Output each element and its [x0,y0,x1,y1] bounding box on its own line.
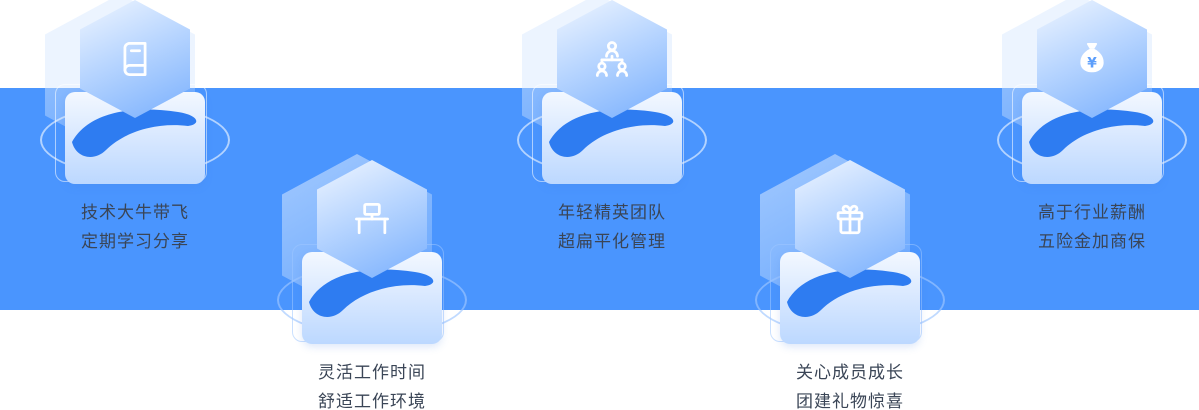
money-bag-icon: ¥ [1080,42,1104,73]
benefit-line-2: 团建礼物惊喜 [796,392,904,410]
benefit-caption: 技术大牛带飞 定期学习分享 [15,198,255,256]
benefit-line-2: 舒适工作环境 [318,392,426,410]
gift-icon [836,204,864,235]
benefit-line-2: 五险金加商保 [1038,232,1146,251]
swoosh-ribbon [1029,109,1154,157]
benefit-item-learning: 技术大牛带飞 定期学习分享 [15,0,255,410]
book-icon [123,42,147,76]
benefit-item-environment: 灵活工作时间 舒适工作环境 [252,154,492,410]
benefit-caption: 灵活工作时间 舒适工作环境 [252,358,492,410]
benefit-caption: 高于行业薪酬 五险金加商保 [972,198,1199,256]
benefit-line-2: 定期学习分享 [81,232,189,251]
benefit-caption: 年轻精英团队 超扁平化管理 [492,198,732,256]
team-icon [595,41,629,77]
desk-icon [355,202,389,235]
benefit-line-1: 高于行业薪酬 [1038,203,1146,222]
swoosh-ribbon [549,109,674,157]
benefit-item-team: 年轻精英团队 超扁平化管理 [492,0,732,410]
swoosh-ribbon [72,109,197,157]
benefit-item-salary: ¥ 高于行业薪酬 五险金加商保 [972,0,1199,410]
benefit-line-1: 技术大牛带飞 [81,203,189,222]
hexagon-badge: ¥ [1037,0,1147,118]
benefit-line-2: 超扁平化管理 [558,232,666,251]
svg-text:¥: ¥ [1087,56,1097,72]
benefit-line-1: 关心成员成长 [796,363,904,382]
swoosh-ribbon [787,269,912,317]
benefit-caption: 关心成员成长 团建礼物惊喜 [730,358,970,410]
benefit-line-1: 年轻精英团队 [558,203,666,222]
benefit-item-care: 关心成员成长 团建礼物惊喜 [730,154,970,410]
swoosh-ribbon [309,269,434,317]
benefit-line-1: 灵活工作时间 [318,363,426,382]
